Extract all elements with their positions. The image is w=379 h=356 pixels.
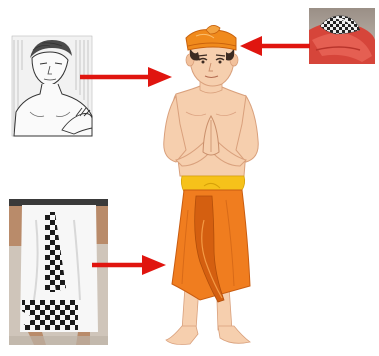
arrow-sketch-to-face	[80, 67, 172, 87]
arrow-headcloth-to-udeng	[240, 36, 310, 56]
headcloth-photo	[309, 8, 375, 64]
right-foot	[218, 326, 250, 343]
left-foot	[166, 326, 198, 345]
balinese-man	[164, 25, 259, 344]
sketch-man	[12, 36, 92, 136]
sarong-photo	[9, 199, 108, 345]
